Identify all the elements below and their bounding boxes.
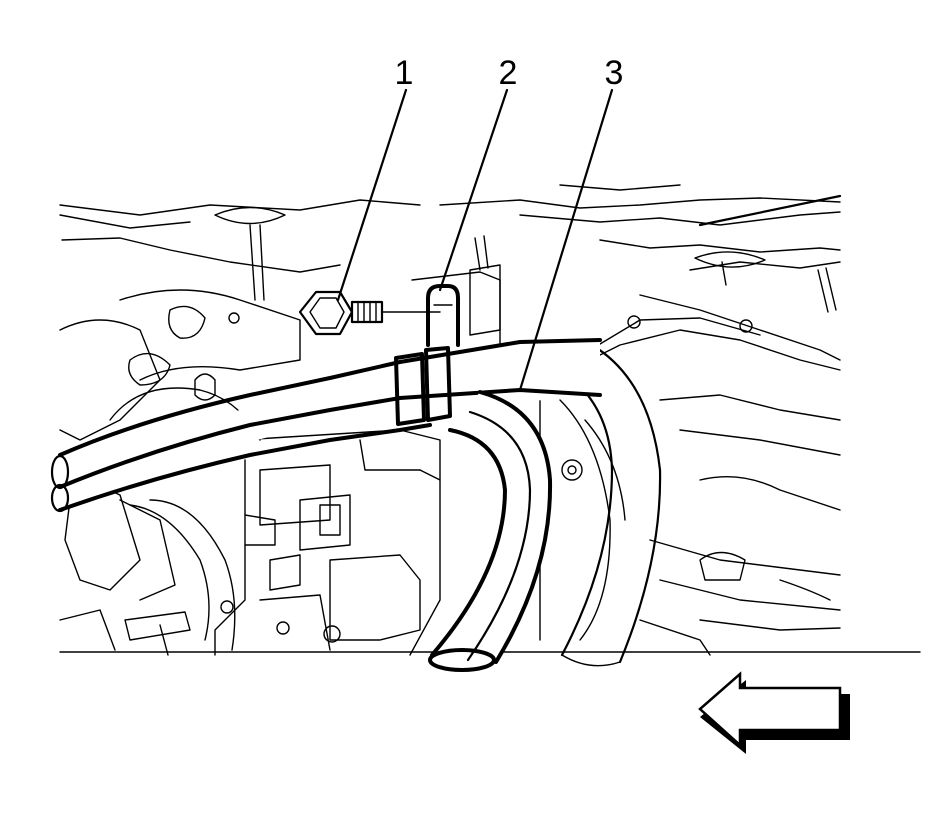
engine-background-lineart (59, 184, 921, 667)
direction-arrow-icon (698, 671, 850, 754)
leader-line-1 (336, 88, 408, 302)
leader-line-3 (518, 88, 614, 392)
callout-label-3: 3 (605, 54, 624, 92)
callout-leaders (336, 88, 614, 392)
clip (411, 271, 501, 347)
leader-line-2 (438, 88, 509, 292)
bolt (298, 290, 441, 336)
curved-hose (428, 390, 553, 672)
callout-label-1: 1 (395, 54, 414, 92)
horizontal-hose (50, 338, 602, 513)
callout-label-2: 2 (499, 54, 518, 92)
